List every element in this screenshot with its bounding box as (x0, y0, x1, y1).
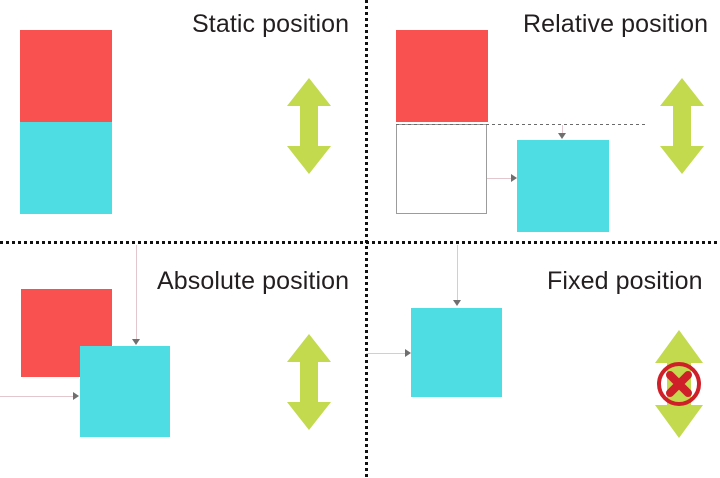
static-cyan-block (20, 122, 112, 214)
fixed-scroll-blocked-icon (651, 330, 707, 443)
absolute-left-offset-arrowhead (73, 392, 79, 400)
relative-left-offset-line (487, 178, 513, 179)
relative-top-offset-arrowhead (558, 133, 566, 139)
fixed-left-offset-line (366, 353, 406, 354)
absolute-cyan-block (80, 346, 170, 437)
relative-scroll-double-arrow-icon (659, 78, 705, 179)
absolute-top-offset-arrowhead (132, 339, 140, 345)
absolute-top-offset-line (136, 245, 137, 341)
relative-left-offset-arrowhead (511, 174, 517, 182)
vertical-dotted-divider (365, 0, 368, 478)
absolute-left-offset-line (0, 396, 74, 397)
fixed-position-title: Fixed position (547, 267, 703, 295)
static-scroll-double-arrow-icon (286, 78, 332, 179)
relative-cyan-block (517, 140, 609, 232)
relative-red-block (396, 30, 488, 122)
relative-top-offset-line (562, 125, 563, 135)
absolute-scroll-double-arrow-icon (286, 334, 332, 435)
fixed-cyan-block (411, 308, 502, 397)
fixed-top-offset-arrowhead (453, 300, 461, 306)
relative-dashed-offset-guide (396, 124, 648, 125)
horizontal-dotted-divider (0, 241, 720, 244)
static-red-block (20, 30, 112, 122)
fixed-top-offset-line (457, 245, 458, 302)
relative-ghost-placeholder-box (396, 124, 487, 214)
relative-position-title: Relative position (523, 10, 709, 38)
fixed-left-offset-arrowhead (405, 349, 411, 357)
static-position-title: Static position (192, 10, 350, 38)
absolute-position-title: Absolute position (157, 267, 350, 295)
